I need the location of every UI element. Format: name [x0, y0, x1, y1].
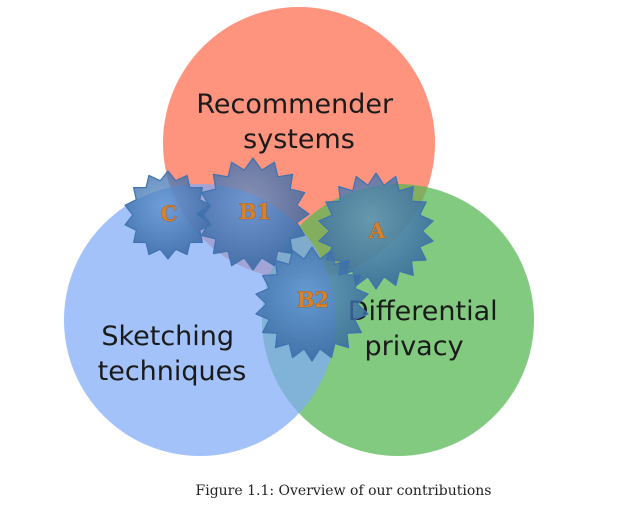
contribution-a-label: A — [368, 218, 386, 243]
contribution-b1-gear-icon — [196, 157, 310, 271]
figure-caption: Figure 1.1: Overview of our contribution… — [195, 483, 492, 499]
sketching-techniques-label: Sketching techniques — [98, 321, 247, 387]
venn-diagram: Recommender systems Sketching techniques… — [64, 7, 534, 456]
contribution-c-gear-icon — [124, 170, 212, 260]
contribution-a-gear-icon — [318, 172, 434, 290]
contribution-b2-gear-icon — [255, 246, 369, 362]
differential-privacy-label: Differential privacy — [348, 296, 506, 362]
contribution-c-label: C — [161, 201, 178, 226]
contribution-b2-label: B2 — [297, 287, 329, 312]
recommender-systems-label: Recommender systems — [196, 89, 401, 155]
contribution-b1-label: B1 — [239, 199, 271, 224]
